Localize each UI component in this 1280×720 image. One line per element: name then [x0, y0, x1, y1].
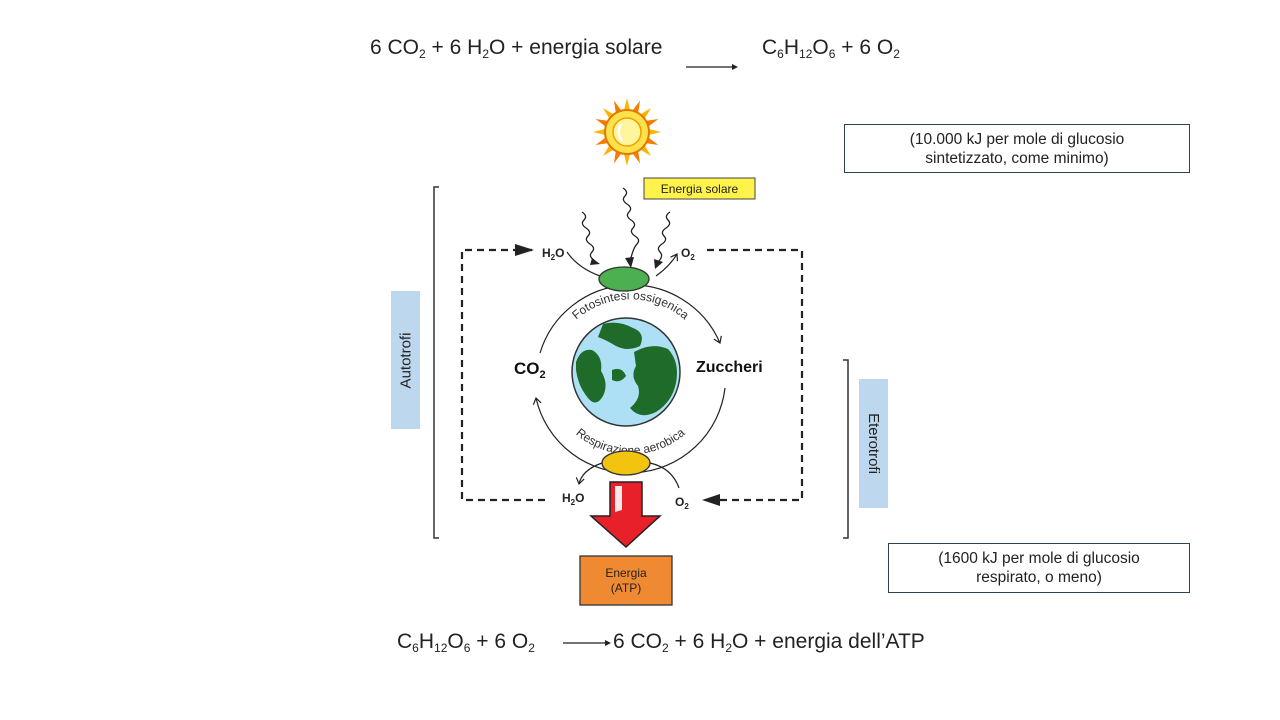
- autotrophs-bracket: [433, 186, 439, 539]
- h2o-in-curve: [566, 251, 601, 277]
- photosynthesis-equation-reactants: 6 CO2 + 6 H2O + energia solare: [370, 36, 663, 61]
- respiration-energy-note: (1600 kJ per mole di glucosio respirato,…: [888, 543, 1190, 593]
- light-ray-center: [622, 187, 640, 263]
- sun-ray: [623, 152, 631, 166]
- energy-arrow: [589, 481, 662, 549]
- o2-bottom-label: O2: [675, 495, 689, 511]
- respiration-equation-reactants: C6H12O6 + 6 O2: [397, 630, 535, 655]
- dashed-loop-right: [707, 248, 804, 502]
- photosynthesis-equation-products: C6H12O6 + 6 O2: [762, 36, 900, 61]
- sun-ray: [623, 98, 631, 112]
- sun-icon: [593, 98, 661, 166]
- energy-atp-label-line2: (ATP): [611, 581, 641, 595]
- o2-top-label: O2: [681, 246, 695, 262]
- co2-label: CO2: [514, 359, 546, 381]
- light-ray-left: [581, 211, 595, 261]
- sun-ray: [593, 128, 607, 136]
- o2-out-curve: [655, 253, 679, 277]
- energy-atp-box: [579, 555, 673, 606]
- respiration-reaction-arrow: [563, 640, 611, 646]
- earth-icon: [571, 317, 681, 427]
- solar-energy-label: Energia solare: [661, 182, 739, 196]
- respiration-node: [601, 450, 651, 476]
- autotrophs-label: Autotrofi: [391, 291, 420, 429]
- light-ray-right: [657, 211, 671, 263]
- h2o-out-curve: [575, 462, 603, 486]
- energy-atp-label-line1: Energia: [605, 566, 647, 580]
- heterotrophs-bracket: [843, 359, 849, 539]
- h2o-bottom-label: H2O: [562, 491, 584, 507]
- photosynthesis-energy-note: (10.000 kJ per mole di glucosio sintetiz…: [844, 124, 1190, 173]
- h2o-top-label: H2O: [542, 246, 564, 262]
- photosynthesis-reaction-arrow: [686, 64, 738, 70]
- sun-ray: [647, 128, 661, 136]
- solar-energy-label-box: [643, 177, 756, 200]
- respiration-equation-products: 6 CO2 + 6 H2O + energia dell’ATP: [613, 630, 925, 655]
- heterotrophs-label: Eterotrofi: [859, 379, 888, 508]
- photosynthesis-arc-label: Fotosintesi ossigenica: [569, 288, 692, 322]
- photosynthesis-node: [598, 266, 650, 292]
- sugars-label: Zuccheri: [696, 359, 763, 376]
- o2-in-curve: [649, 462, 680, 489]
- dashed-loop-left: [460, 248, 545, 502]
